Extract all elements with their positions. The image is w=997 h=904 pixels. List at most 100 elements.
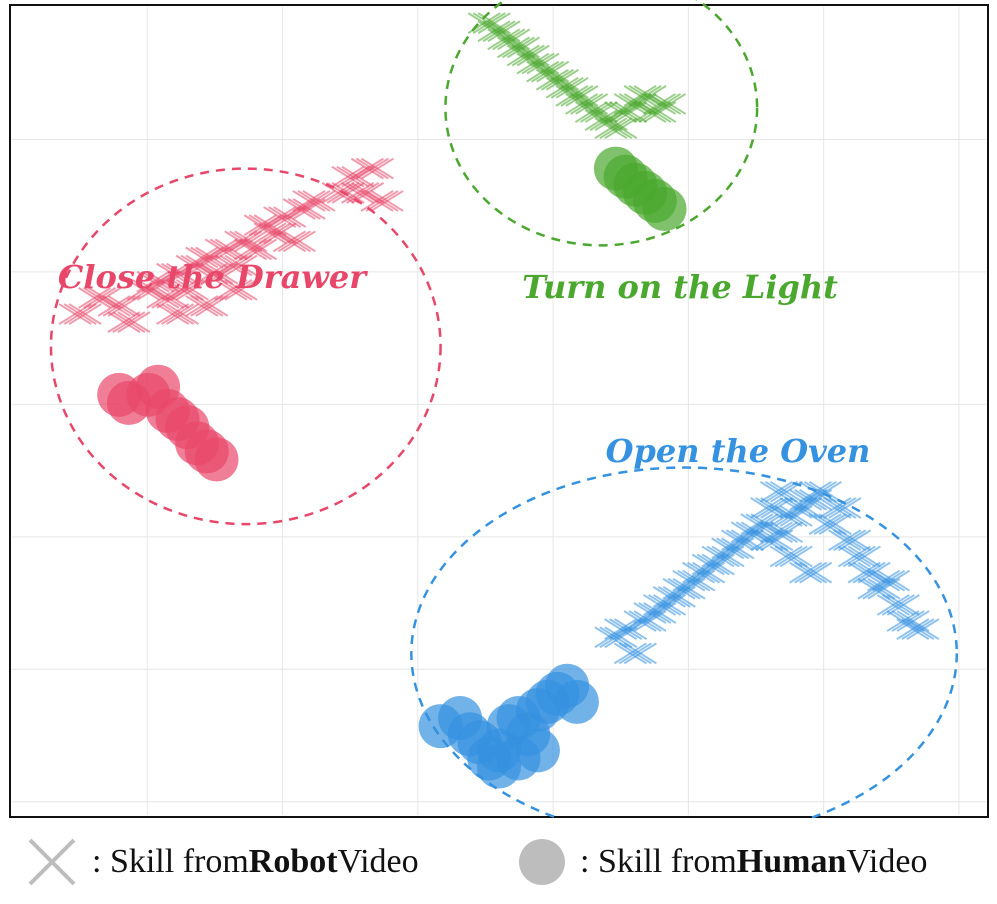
cross-stroke <box>643 93 677 115</box>
cluster-outlines <box>49 0 958 818</box>
cross-stroke <box>68 303 102 325</box>
cross-stroke <box>828 529 862 552</box>
cross-stroke <box>112 311 146 333</box>
cross-stroke <box>117 311 151 333</box>
human-skill-point <box>642 187 687 231</box>
robot-skill-point <box>769 545 813 568</box>
legend-human-suffix: Video <box>846 843 928 880</box>
robot-skill-point <box>360 190 404 212</box>
robot-skill-point <box>896 618 940 641</box>
cross-stroke <box>272 230 306 253</box>
cross-stroke <box>282 230 316 253</box>
cluster-outline-2 <box>410 466 958 818</box>
cross-stroke <box>760 497 794 519</box>
cross-stroke <box>759 521 793 544</box>
cross-stroke <box>779 545 813 568</box>
robot-skill-markers <box>58 12 940 665</box>
cross-stroke <box>107 311 141 333</box>
cross-stroke <box>277 230 311 253</box>
cross-stroke <box>506 36 541 59</box>
cross-stroke <box>847 561 881 584</box>
human-skill-point <box>194 437 239 482</box>
legend-item-human: : Skill from Human Video <box>516 836 927 888</box>
cross-stroke <box>78 287 112 309</box>
cross-stroke <box>555 76 589 99</box>
cross-stroke <box>224 254 258 277</box>
cross-stroke <box>604 618 638 641</box>
cross-stroke <box>219 278 253 301</box>
cross-stroke <box>243 238 278 261</box>
robot-skill-point <box>156 303 200 325</box>
robot-skill-point <box>272 230 316 253</box>
legend-human-prefix: : Skill from <box>580 843 737 880</box>
robot-skill-point <box>867 569 911 592</box>
cross-stroke <box>794 561 828 584</box>
cross-stroke <box>803 480 837 503</box>
cross-stroke <box>798 480 832 503</box>
cross-stroke <box>302 190 336 212</box>
robot-skill-point <box>643 93 687 115</box>
cross-stroke <box>350 157 384 180</box>
cross-stroke <box>808 480 842 503</box>
cross-stroke <box>906 618 940 641</box>
cross-stroke <box>297 190 331 212</box>
cross-stroke <box>331 165 365 188</box>
cross-stroke <box>545 68 579 91</box>
cross-stroke <box>896 618 930 641</box>
cross-stroke <box>575 93 609 115</box>
cross-stroke <box>876 594 910 616</box>
cross-stroke <box>623 85 657 107</box>
cross-stroke <box>195 262 229 285</box>
cross-stroke <box>613 642 647 665</box>
cross-stroke <box>497 28 531 51</box>
legend: : Skill from Robot Video : Skill from Hu… <box>0 818 997 904</box>
robot-skill-point <box>613 642 657 665</box>
cross-stroke <box>740 513 774 535</box>
cross-stroke <box>355 157 389 180</box>
cross-stroke <box>823 497 857 519</box>
cross-stroke <box>818 497 852 519</box>
cross-stroke <box>156 262 190 285</box>
circle-marker-icon <box>519 839 565 885</box>
cross-stroke <box>185 295 219 317</box>
robot-skill-point <box>107 311 151 333</box>
cross-stroke <box>526 52 560 75</box>
cross-stroke <box>872 569 906 592</box>
cross-stroke <box>161 303 195 325</box>
human-skill-markers <box>97 146 687 789</box>
cluster-outline-1 <box>444 0 759 247</box>
cross-stroke <box>365 190 399 212</box>
legend-human-bold: Human <box>736 843 847 880</box>
cross-stroke <box>808 513 842 535</box>
human-skill-point <box>477 744 521 789</box>
cluster-label-close-drawer: Close the Drawer <box>58 258 368 296</box>
cluster-outline-0 <box>49 167 442 526</box>
cluster-labels: Close the Drawer Turn on the Light Open … <box>58 258 870 470</box>
cross-stroke <box>769 545 803 568</box>
cross-stroke <box>136 270 170 293</box>
cross-stroke <box>648 93 682 115</box>
cross-stroke <box>789 561 823 584</box>
cross-stroke <box>224 278 258 301</box>
cross-stroke <box>584 101 618 123</box>
cross-stroke <box>477 12 511 35</box>
embedding-scatter-plot: Close the Drawer Turn on the Light Open … <box>9 0 989 818</box>
cross-marker-icon <box>28 838 76 886</box>
cross-stroke <box>166 303 200 325</box>
cross-stroke <box>618 642 652 665</box>
cross-stroke <box>146 287 180 309</box>
cross-stroke <box>818 513 852 535</box>
robot-skill-point <box>292 190 336 212</box>
cross-stroke <box>901 618 935 641</box>
cross-stroke <box>360 190 394 212</box>
robot-skill-point <box>759 480 803 503</box>
cross-stroke <box>594 117 628 140</box>
cross-stroke <box>360 157 394 180</box>
cross-stroke <box>623 642 657 665</box>
cross-stroke <box>263 206 297 228</box>
cross-stroke <box>599 117 633 140</box>
cross-stroke <box>837 545 871 568</box>
legend-robot-prefix: : Skill from <box>92 843 249 880</box>
robot-skill-point <box>214 254 258 277</box>
cluster-label-turn-on-light: Turn on the Light <box>522 268 838 306</box>
